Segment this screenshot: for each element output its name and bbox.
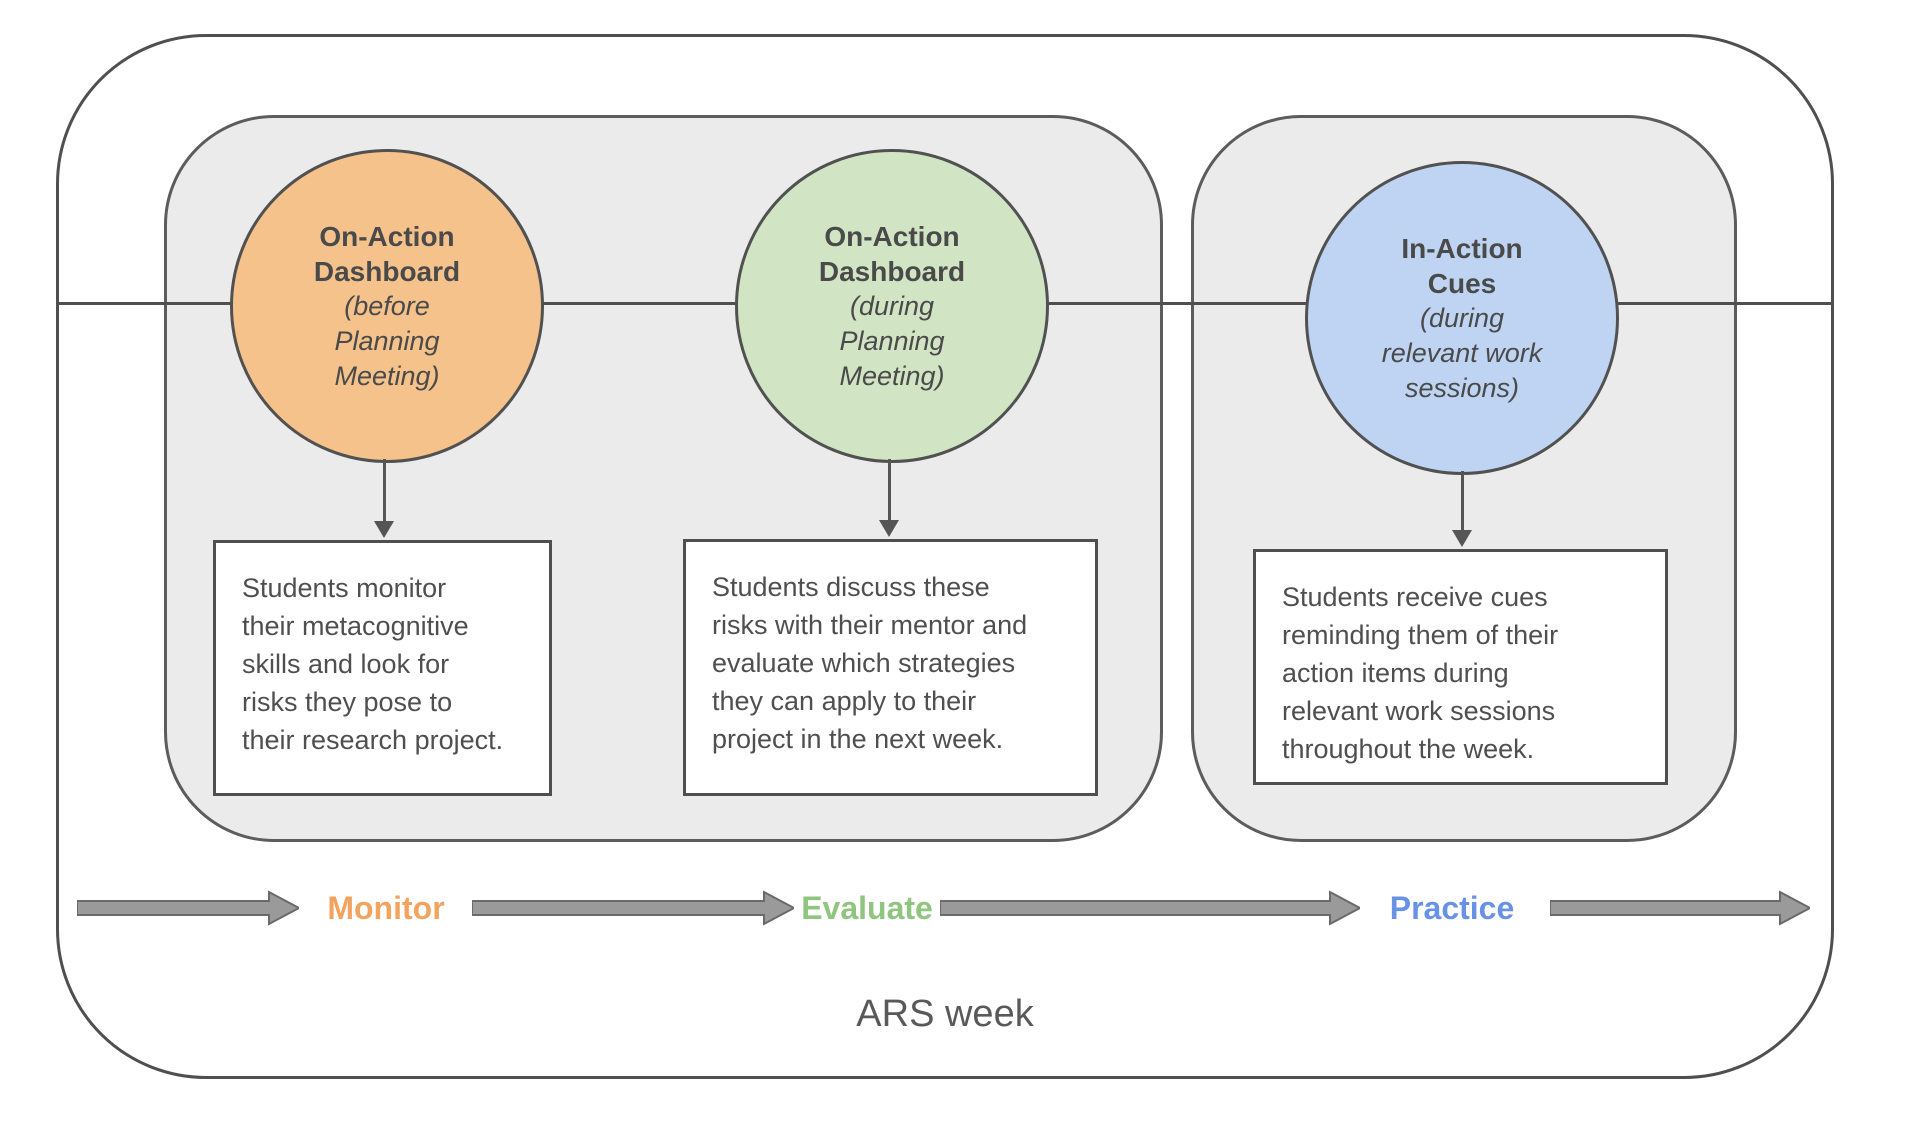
box-text: Students discuss these risks with their … xyxy=(712,572,1028,754)
arrow-head xyxy=(1452,530,1472,547)
right-arrow-icon xyxy=(472,890,794,926)
circle-subtitle: (before Planning Meeting) xyxy=(334,290,440,391)
arrow-head xyxy=(374,521,394,538)
right-arrow-icon xyxy=(77,890,299,926)
arrow-stem xyxy=(382,459,386,521)
flow-label-evaluate: Evaluate xyxy=(801,890,933,926)
evaluate-description-box: Students discuss these risks with their … xyxy=(683,539,1098,796)
practice-description-box: Students receive cues reminding them of … xyxy=(1253,549,1668,785)
circle-title: On-Action Dashboard xyxy=(313,220,461,287)
in-action-cues-circle: In-Action Cues (during relevant work ses… xyxy=(1305,161,1619,475)
monitor-description-box: Students monitor their metacognitive ski… xyxy=(213,540,552,796)
box-text: Students receive cues reminding them of … xyxy=(1282,582,1559,764)
flow-label-monitor: Monitor xyxy=(327,890,445,926)
flow-label-practice: Practice xyxy=(1389,890,1515,926)
circle-title: In-Action Cues xyxy=(1401,232,1523,299)
on-action-dashboard-during-circle: On-Action Dashboard (during Planning Mee… xyxy=(735,149,1049,463)
arrow-head xyxy=(879,520,899,537)
box-text: Students monitor their metacognitive ski… xyxy=(242,573,504,755)
ars-week-label: ARS week xyxy=(856,993,1034,1035)
right-arrow-icon xyxy=(940,890,1360,926)
arrow-stem xyxy=(887,459,891,520)
right-arrow-icon xyxy=(1550,890,1810,926)
on-action-dashboard-before-circle: On-Action Dashboard (before Planning Mee… xyxy=(230,149,544,463)
circle-subtitle: (during Planning Meeting) xyxy=(839,290,945,391)
circle-subtitle: (during relevant work sessions) xyxy=(1381,302,1543,403)
arrow-stem xyxy=(1460,471,1464,530)
circle-title: On-Action Dashboard xyxy=(818,220,966,287)
